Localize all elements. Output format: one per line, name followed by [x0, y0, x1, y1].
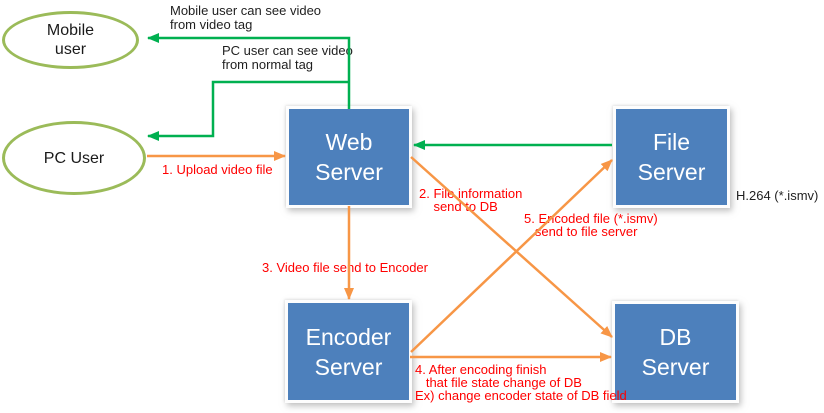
h264-format-note: H.264 (*.ismv)	[736, 188, 819, 203]
web-server-node: Web Server	[286, 106, 412, 208]
step2-file-info-label: 2. File information send to DB	[419, 186, 523, 214]
pc-user-node: PC User	[2, 121, 146, 195]
mobile-video-tag-note: Mobile user can see video from video tag	[170, 3, 322, 32]
mobile-user-node: Mobile user	[2, 11, 139, 69]
step3-send-encoder-label: 3. Video file send to Encoder	[262, 260, 428, 275]
pc-normal-tag-note: PC user can see video from normal tag	[222, 43, 353, 72]
step1-upload-label: 1. Upload video file	[162, 162, 273, 177]
step4-encoding-finish-label: 4. After encoding finish that file state…	[415, 362, 627, 403]
arrow-web-to-db	[410, 156, 613, 338]
db-server-node: DB Server	[612, 301, 739, 403]
encoder-server-node: Encoder Server	[285, 300, 412, 403]
file-server-node: File Server	[613, 106, 730, 208]
step5-encoded-file-label: 5. Encoded file (*.ismv) send to file se…	[524, 211, 658, 239]
